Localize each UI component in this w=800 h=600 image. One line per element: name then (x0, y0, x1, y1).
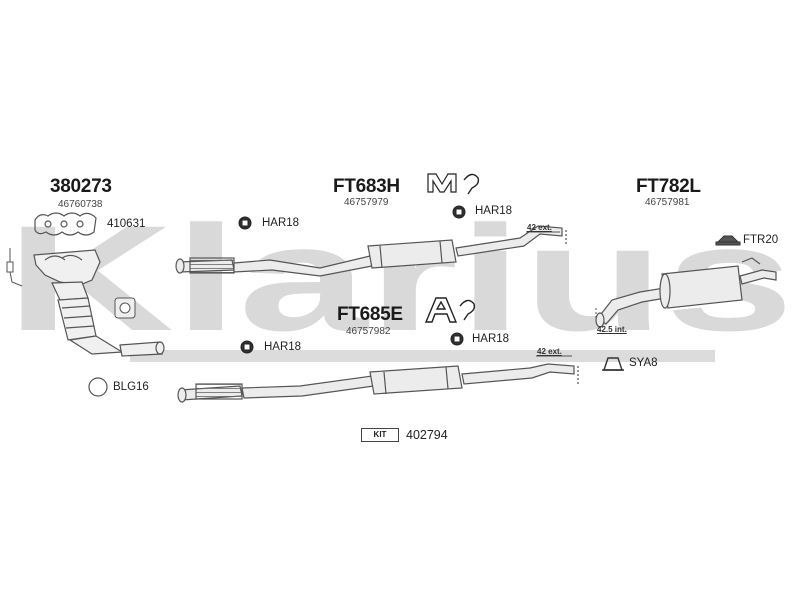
lambda-sensor-drawing (6, 248, 23, 287)
manifold-clamp-icon (114, 297, 136, 319)
kit-number: 402794 (406, 428, 448, 442)
hanger-icon (452, 205, 466, 219)
clamp-icon (602, 357, 624, 371)
hanger-label: HAR18 (262, 217, 300, 229)
manifold-gasket-drawing (34, 212, 97, 236)
gasket-number: 410631 (107, 218, 146, 230)
int-note: 42.5 int. (597, 325, 627, 334)
rubber-mount-label: FTR20 (743, 234, 779, 246)
front-pipe-top-oe-number: 46757979 (344, 197, 389, 208)
manifold-drawing (33, 249, 165, 357)
watermark-bar (130, 350, 715, 362)
hanger-icon (450, 332, 464, 346)
rear-box-drawing (595, 257, 777, 328)
front-pipe-bottom-oe-number: 46757982 (346, 326, 391, 337)
ext-note: 42 ext. (537, 347, 562, 356)
front-pipe-bottom-part-number: FT685E (337, 304, 403, 325)
ext-note: 42 ext. (527, 223, 552, 232)
mounting-kit-icon (427, 173, 480, 195)
ext-markers (526, 231, 572, 357)
assembly-kit-icon (424, 297, 476, 323)
rear-box-oe-number: 46757981 (645, 197, 690, 208)
rubber-mount-icon (715, 235, 741, 246)
manifold-part-number: 380273 (50, 176, 112, 197)
front-pipe-top-drawing (175, 225, 567, 277)
front-pipe-top-part-number: FT683H (333, 176, 400, 197)
hanger-label: HAR18 (264, 341, 302, 353)
front-pipe-bottom-drawing (177, 363, 579, 403)
clamp-label: SYA8 (629, 357, 658, 369)
hanger-label: HAR18 (475, 205, 513, 217)
hanger-label: HAR18 (472, 333, 510, 345)
hanger-icons (238, 205, 466, 354)
hanger-icon (240, 340, 254, 354)
seal-ring-icon (88, 377, 108, 397)
rear-box-part-number: FT782L (636, 176, 701, 197)
manifold-oe-number: 46760738 (58, 199, 103, 210)
hanger-icon (238, 216, 252, 230)
seal-label: BLG16 (113, 381, 149, 393)
kit-badge: KIT (361, 428, 399, 442)
